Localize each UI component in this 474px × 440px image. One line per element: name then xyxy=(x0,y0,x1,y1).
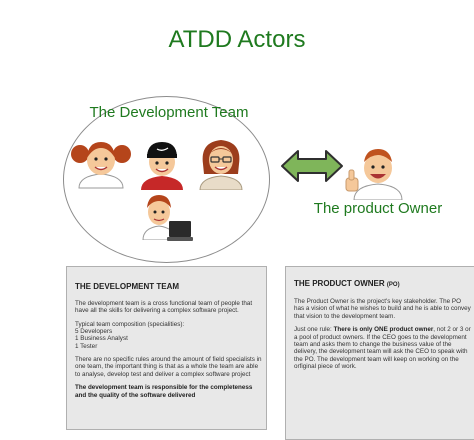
product-owner-intro: The Product Owner is the project's key s… xyxy=(294,298,471,320)
product-owner-label: The product Owner xyxy=(313,200,443,217)
product-owner-heading-text: THE PRODUCT OWNER xyxy=(294,279,385,288)
product-owner-rule: Just one rule: There is only ONE product… xyxy=(294,326,472,370)
team-composition-item: 5 Developers xyxy=(75,328,113,336)
development-team-box-heading: THE DEVELOPMENT TEAM xyxy=(75,282,180,291)
team-composition-item: 1 Business Analyst xyxy=(75,335,128,343)
development-team-label: The Development Team xyxy=(89,104,249,121)
product-owner-rule-rest: , not 2 or 3 or a pool of product owners… xyxy=(294,326,471,371)
product-owner-description-box: THE PRODUCT OWNER (PO) The Product Owner… xyxy=(285,266,474,440)
laptop-icon xyxy=(167,221,193,241)
product-owner-thumbs-up-avatar xyxy=(345,149,403,200)
team-composition-list: Typical team composition (specialities):… xyxy=(75,321,262,350)
product-owner-box-heading: THE PRODUCT OWNER (PO) xyxy=(294,279,472,290)
team-composition-item: 1 Tester xyxy=(75,342,98,350)
development-team-responsibility: The development team is responsible for … xyxy=(75,384,253,399)
developer-guy-cap-avatar xyxy=(141,142,183,190)
development-team-note: There are no specific rules around the a… xyxy=(75,356,262,378)
development-team-description-box: THE DEVELOPMENT TEAM The development tea… xyxy=(66,266,267,430)
product-owner-rule-bold: There is only ONE product owner xyxy=(333,326,434,334)
product-owner-heading-abbr: (PO) xyxy=(386,282,400,288)
developer-girl-pigtails-avatar xyxy=(71,142,131,189)
double-arrow-icon xyxy=(281,150,343,182)
team-composition-title: Typical team composition (specialities): xyxy=(75,320,185,328)
developer-girl-glasses-avatar xyxy=(199,140,243,190)
development-team-intro: The development team is a cross function… xyxy=(75,300,253,315)
page-title: ATDD Actors xyxy=(168,26,306,53)
development-team-circle xyxy=(63,96,270,263)
product-owner-rule-prefix: Just one rule: xyxy=(294,326,334,334)
